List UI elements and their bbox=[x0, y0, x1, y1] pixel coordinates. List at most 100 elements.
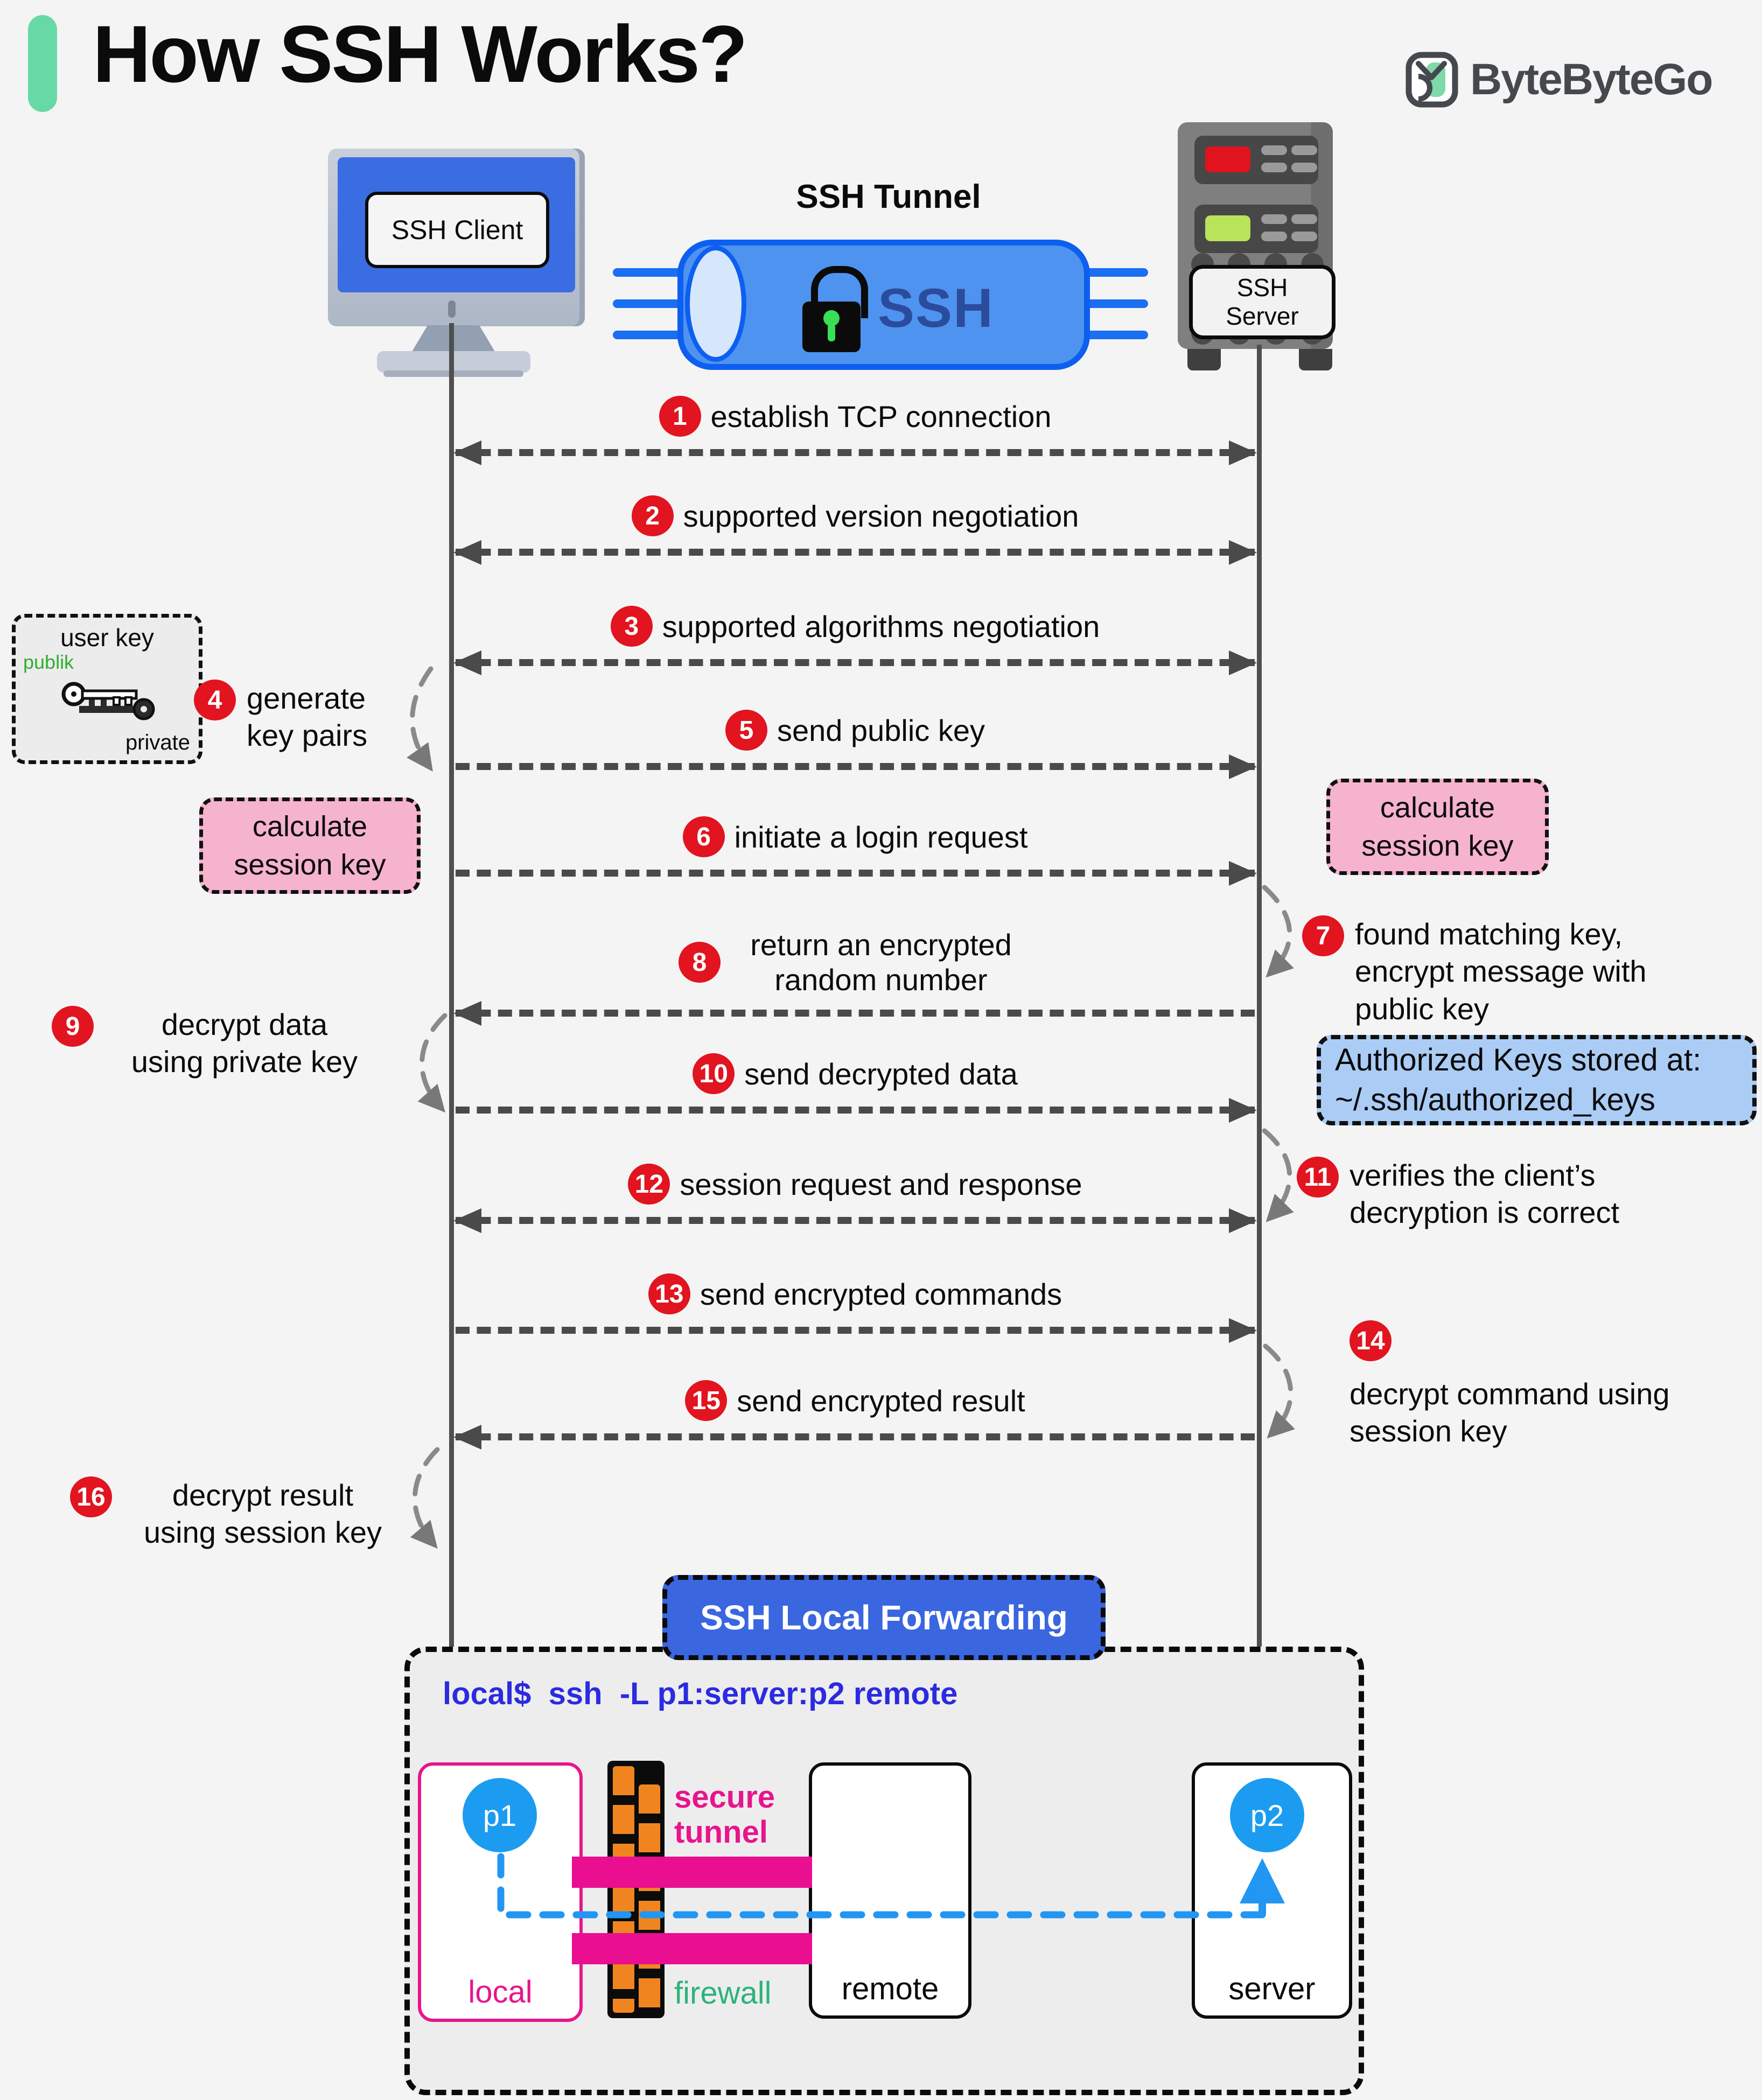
authorized-keys-note: Authorized Keys stored at: ~/.ssh/author… bbox=[1317, 1035, 1757, 1125]
server-lifeline bbox=[1257, 345, 1262, 1647]
speed-line-icon bbox=[1079, 268, 1148, 277]
step-badge: 11 bbox=[1297, 1157, 1339, 1198]
server-foot bbox=[1299, 349, 1332, 370]
dashed-line bbox=[456, 1327, 1255, 1334]
step-badge: 15 bbox=[685, 1380, 728, 1421]
user-key-box: user key publik private bbox=[12, 614, 202, 764]
server-vent bbox=[1291, 214, 1317, 224]
step-badge: 2 bbox=[631, 495, 674, 536]
step-badge: 8 bbox=[679, 942, 721, 983]
firewall-icon bbox=[607, 1761, 665, 2018]
arrowhead-right-icon bbox=[1229, 1098, 1257, 1123]
dashed-line bbox=[456, 449, 1255, 456]
firewall-bricks bbox=[639, 1784, 660, 2013]
key-pair-icon bbox=[61, 682, 155, 720]
arrowhead-right-icon bbox=[1229, 1208, 1257, 1233]
lock-keyhole-stem bbox=[828, 324, 835, 341]
dashed-line bbox=[456, 1217, 1255, 1224]
brand-name: ByteByteGo bbox=[1470, 55, 1713, 104]
dashed-line bbox=[456, 549, 1255, 556]
port-p1-badge: p1 bbox=[463, 1778, 537, 1852]
note-decrypt-data: 9 decrypt data using private key bbox=[52, 1006, 384, 1081]
note-verifies-decryption: 11 verifies the client’s decryption is c… bbox=[1297, 1157, 1689, 1231]
firewall-label: firewall bbox=[674, 1976, 772, 2011]
local-label: local bbox=[468, 1975, 533, 2010]
monitor-power-dot bbox=[448, 300, 456, 318]
firewall-bricks bbox=[613, 1766, 634, 2013]
dashed-line bbox=[456, 1010, 1255, 1017]
step-badge: 5 bbox=[725, 710, 767, 751]
page-title: How SSH Works? bbox=[93, 9, 748, 99]
brand-logo: ByteByteGo bbox=[1404, 52, 1713, 108]
arrowhead-left-icon bbox=[453, 650, 481, 675]
calculate-session-key-right: calculate session key bbox=[1326, 779, 1549, 875]
step-badge: 13 bbox=[648, 1273, 690, 1314]
bytebytego-icon bbox=[1406, 52, 1458, 108]
speed-line-icon bbox=[613, 268, 682, 277]
step-badge: 1 bbox=[659, 396, 701, 437]
calculate-session-key-left: calculate session key bbox=[199, 797, 421, 894]
self-arrow-step9 bbox=[417, 1013, 448, 1113]
server-vent bbox=[1291, 163, 1317, 172]
arrowhead-right-icon bbox=[1229, 1318, 1257, 1343]
dashed-line bbox=[456, 870, 1255, 877]
note-decrypt-result: 16 decrypt result using session key bbox=[70, 1476, 403, 1551]
arrowhead-right-icon bbox=[1229, 440, 1257, 465]
step-badge: 12 bbox=[628, 1164, 670, 1205]
arrowhead-right-icon bbox=[1229, 650, 1257, 675]
dashed-line bbox=[456, 1107, 1255, 1114]
arrowhead-left-icon bbox=[453, 1425, 481, 1450]
forwarding-header: SSH Local Forwarding bbox=[662, 1575, 1106, 1660]
self-arrow-step16 bbox=[410, 1447, 440, 1549]
tunnel-bar bbox=[572, 1933, 812, 1964]
arrowhead-left-icon bbox=[453, 1208, 481, 1233]
client-label: SSH Client bbox=[365, 192, 549, 268]
server-label: SSH Server bbox=[1189, 265, 1336, 339]
remote-host-box: remote bbox=[809, 1762, 971, 2019]
arrowhead-right-icon bbox=[1229, 754, 1257, 779]
remote-label: remote bbox=[841, 1971, 939, 2006]
server-vent bbox=[1261, 145, 1287, 155]
speed-line-icon bbox=[1079, 299, 1148, 308]
dashed-line bbox=[456, 1433, 1255, 1440]
server-foot bbox=[1187, 349, 1221, 370]
secure-tunnel-label: secure tunnel bbox=[674, 1780, 775, 1850]
step-badge: 4 bbox=[194, 680, 236, 720]
self-arrow-step4 bbox=[406, 666, 433, 772]
server-vent bbox=[1261, 163, 1287, 172]
dashed-line bbox=[456, 659, 1255, 666]
step-badge: 9 bbox=[52, 1006, 94, 1047]
step-badge: 16 bbox=[70, 1476, 112, 1517]
note-found-matching-key: 7 found matching key, encrypt message wi… bbox=[1302, 915, 1705, 1027]
step-badge: 7 bbox=[1302, 915, 1344, 956]
dashed-line bbox=[456, 763, 1255, 770]
title-accent-bar bbox=[28, 15, 57, 112]
server-vent bbox=[1291, 145, 1317, 155]
speed-line-icon bbox=[613, 331, 682, 339]
step-badge: 10 bbox=[693, 1053, 735, 1094]
server-red-light bbox=[1205, 146, 1250, 172]
private-key-label: private bbox=[125, 731, 190, 754]
server-vent bbox=[1261, 232, 1287, 241]
note-decrypt-command: 14 decrypt command using session key bbox=[1350, 1320, 1721, 1450]
arrowhead-left-icon bbox=[453, 440, 481, 465]
server-label-bottom: server bbox=[1228, 1971, 1316, 2006]
public-key-label: publik bbox=[23, 651, 74, 673]
lock-keyhole bbox=[823, 310, 840, 326]
note-generate-key-pairs: 4 generate key pairs bbox=[194, 680, 408, 754]
speed-line-icon bbox=[613, 299, 682, 308]
self-arrow-step14 bbox=[1263, 1343, 1295, 1439]
arrowhead-right-icon bbox=[1229, 540, 1257, 565]
tunnel-bar bbox=[572, 1857, 812, 1888]
self-arrow-step11 bbox=[1262, 1128, 1294, 1222]
server-green-light bbox=[1205, 215, 1250, 241]
